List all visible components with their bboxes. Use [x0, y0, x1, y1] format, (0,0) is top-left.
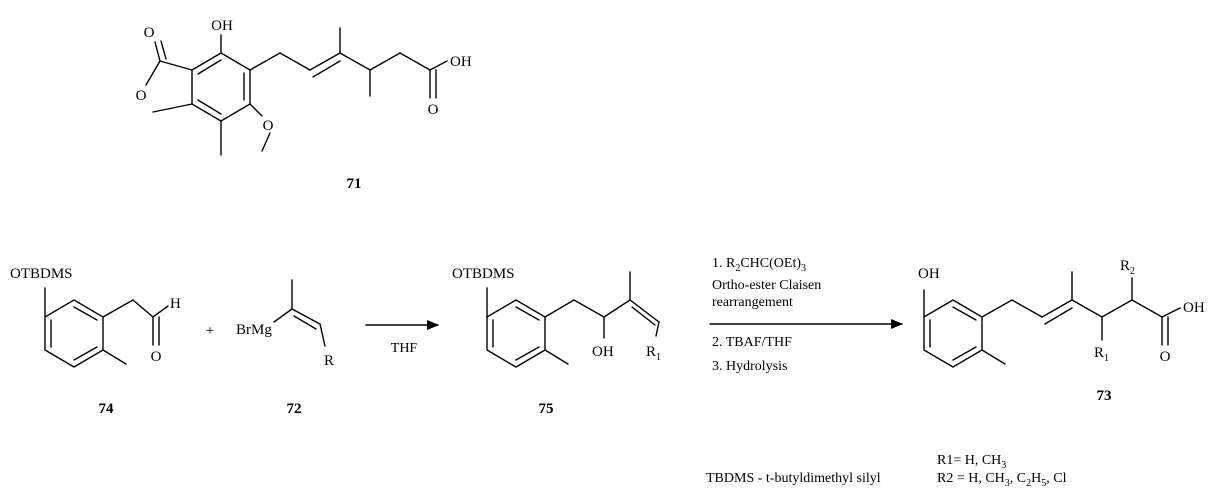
compound-74-bonds: [44, 287, 169, 368]
compound-75-number: 75: [539, 401, 554, 417]
compound-71-hydroxyl-label: OH: [211, 18, 233, 34]
compound-72-number: 72: [287, 401, 302, 417]
compound-73-bonds: [923, 271, 1181, 368]
compound-75-r1-label: R1: [646, 344, 661, 363]
compound-71-acid-oxygen: O: [428, 102, 439, 118]
compound-73-phenol-label: OH: [918, 266, 940, 282]
reaction-2-step-1-line-3: rearrangement: [712, 295, 793, 310]
compound-73-r1-label: R1: [1094, 345, 1109, 364]
reaction-2-step-1-line-2: Ortho-ester Claisen: [712, 278, 821, 293]
compound-72: BrMg R 72: [236, 279, 334, 417]
compound-72-brmg-label: BrMg: [236, 322, 272, 338]
compound-71-acid-hydroxyl: OH: [450, 54, 472, 70]
compound-75: OTBDMS OH R1 75: [452, 266, 661, 417]
compound-73-acid-oxygen: O: [1160, 349, 1171, 365]
r1-definition: R1= H, CH3: [937, 453, 1006, 471]
compound-73-acid-hydroxyl: OH: [1183, 300, 1205, 316]
compound-75-bonds: [486, 271, 660, 368]
compound-71-ring-oxygen: O: [136, 88, 147, 104]
reaction-arrow-2: 1. R2CHC(OEt)3 Ortho-ester Claisen rearr…: [709, 256, 903, 374]
compound-71-methoxy-oxygen: O: [263, 118, 274, 134]
compound-75-hydroxyl-label: OH: [592, 344, 614, 360]
reaction-1-solvent: THF: [391, 341, 418, 356]
compound-71-bonds: [145, 27, 448, 156]
compound-75-otbdms-label: OTBDMS: [452, 266, 515, 282]
compound-72-bonds: [273, 279, 326, 347]
compound-74-otbdms-label: OTBDMS: [10, 266, 73, 282]
r2-definition: R2 = H, CH3, C2H5, Cl: [937, 471, 1067, 488]
reaction-arrow-1: THF: [365, 320, 439, 356]
compound-72-r-label: R: [324, 353, 334, 369]
tbdms-definition: TBDMS - t-butyldimethyl silyl: [706, 471, 881, 486]
compound-73-number: 73: [1097, 388, 1112, 404]
compound-74-aldehyde-h: H: [170, 296, 181, 312]
reaction-2-step-1-reagent: 1. R2CHC(OEt)3: [712, 256, 806, 274]
compound-73-r2-label: R2: [1120, 258, 1135, 277]
compound-71-number: 71: [347, 176, 362, 192]
compound-74-aldehyde-oxygen: O: [151, 349, 162, 365]
plus-sign: +: [206, 323, 214, 339]
footnotes: TBDMS - t-butyldimethyl silyl R1= H, CH3…: [706, 453, 1067, 488]
compound-74-number: 74: [99, 401, 115, 417]
compound-74: OTBDMS H O 74: [10, 266, 181, 417]
reaction-2-step-2: 2. TBAF/THF: [712, 335, 792, 350]
compound-71: O O OH O OH O 71: [136, 18, 472, 192]
compound-71-lactone-oxygen: O: [144, 25, 155, 41]
compound-73: OH R2 R1 OH O 73: [918, 258, 1205, 404]
reaction-2-step-3: 3. Hydrolysis: [712, 359, 787, 374]
